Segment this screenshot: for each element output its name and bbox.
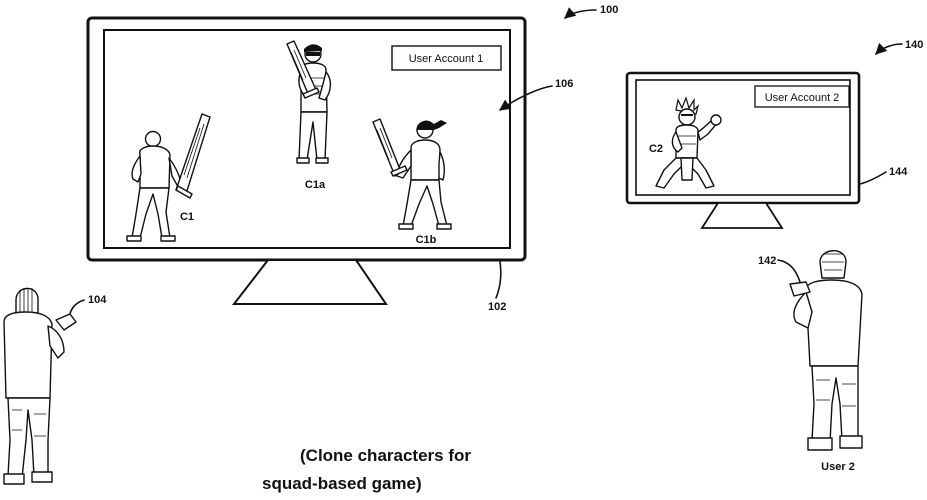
ref-104: 104: [88, 294, 107, 306]
main-display-stand: [231, 259, 388, 305]
user-account-2-label: User Account 2: [765, 92, 840, 104]
user-2-figure: [789, 250, 863, 451]
leader-144: [859, 171, 887, 185]
leader-142: [777, 259, 801, 283]
ref-144: 144: [889, 166, 908, 178]
character-c1-label: C1: [180, 211, 194, 223]
character-c2: [655, 96, 722, 189]
character-c1: [126, 113, 211, 242]
character-c1b-label: C1b: [416, 234, 437, 246]
arrow-140: [875, 42, 903, 55]
user-2-label: User 2: [821, 461, 855, 473]
leader-102: [495, 261, 502, 299]
arrow-100: [564, 7, 597, 19]
ref-140: 140: [905, 39, 923, 51]
caption-line-1: (Clone characters for: [300, 446, 471, 465]
user-account-1-label: User Account 1: [409, 53, 484, 65]
character-c1a: [286, 40, 332, 164]
ref-102: 102: [488, 301, 506, 313]
character-c2-label: C2: [649, 143, 663, 155]
character-c1b: [372, 118, 452, 230]
ref-142: 142: [758, 255, 776, 267]
user-account-2-box: [754, 85, 850, 108]
leader-104: [69, 299, 85, 315]
ref-106: 106: [555, 78, 573, 90]
user-1-figure: [3, 287, 77, 485]
user-account-1-box: [391, 45, 502, 71]
caption-line-2: squad-based game): [262, 474, 422, 493]
second-display-stand: [700, 202, 784, 229]
arrow-106: [499, 85, 553, 111]
ref-100: 100: [600, 4, 618, 16]
character-c1a-label: C1a: [305, 179, 326, 191]
